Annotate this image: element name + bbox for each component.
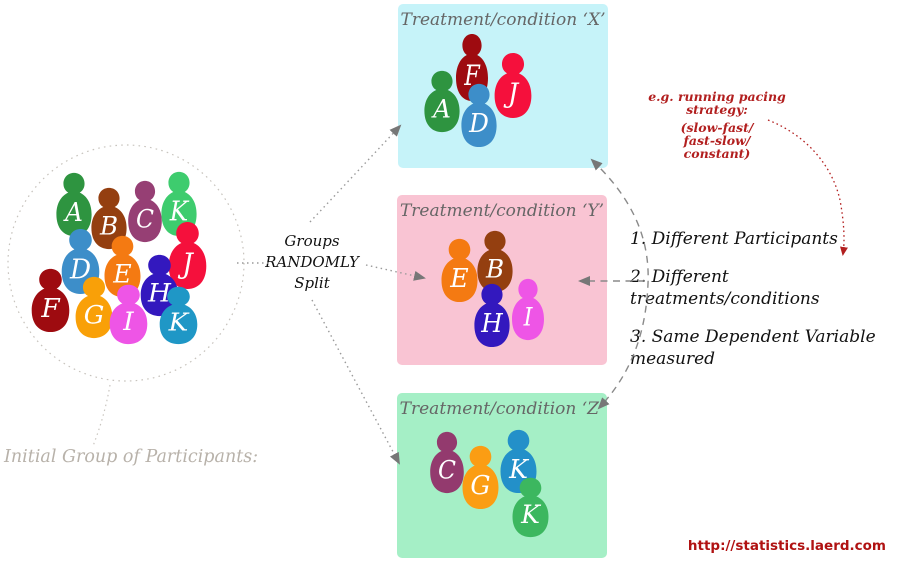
svg-text:G: G bbox=[470, 470, 490, 501]
svg-text:I: I bbox=[122, 308, 134, 337]
annotation-line-2: (slow-fast/ bbox=[680, 120, 754, 135]
svg-text:A: A bbox=[431, 94, 451, 124]
svg-text:E: E bbox=[449, 263, 469, 294]
split-line-3: Split bbox=[294, 274, 330, 292]
person-f: F bbox=[27, 267, 74, 333]
svg-text:D: D bbox=[468, 108, 489, 139]
svg-text:K: K bbox=[168, 309, 191, 337]
note-2: 2. Different treatments/conditions bbox=[630, 267, 820, 309]
person-i: I bbox=[105, 283, 152, 345]
svg-text:F: F bbox=[463, 58, 481, 91]
person-k: K bbox=[155, 285, 202, 345]
svg-text:I: I bbox=[523, 302, 533, 332]
person-k: K bbox=[496, 428, 541, 494]
box-title-y: Treatment/condition ‘Y’ bbox=[399, 201, 605, 221]
split-line-2: RANDOMLY bbox=[265, 253, 359, 271]
svg-text:C: C bbox=[438, 455, 456, 485]
annotation-line-3: fast-slow/ bbox=[683, 133, 751, 148]
person-a: A bbox=[420, 69, 464, 133]
source-url[interactable]: http://statistics.laerd.com bbox=[687, 538, 886, 554]
box-title-x: Treatment/condition ‘X’ bbox=[400, 10, 606, 30]
person-d: D bbox=[457, 82, 501, 148]
pacing-annotation: e.g. running pacing strategy: (slow-fast… bbox=[627, 90, 807, 160]
pool-label: Initial Group of Participants: bbox=[4, 447, 259, 467]
person-k: K bbox=[508, 476, 553, 538]
note-1: 1. Different Participants bbox=[630, 229, 838, 249]
annotation-line-1: e.g. running pacing strategy: bbox=[648, 89, 786, 117]
split-label: Groups RANDOMLY Split bbox=[250, 231, 374, 294]
person-h: H bbox=[470, 282, 514, 348]
person-c: C bbox=[426, 430, 468, 494]
person-b: B bbox=[473, 229, 517, 293]
design-notes: 1. Different Participants 2. Different t… bbox=[630, 228, 900, 370]
person-j: J bbox=[490, 51, 536, 119]
svg-text:K: K bbox=[520, 500, 541, 529]
annotation-line-4: constant) bbox=[683, 146, 751, 161]
split-line-1: Groups bbox=[284, 232, 340, 250]
svg-text:G: G bbox=[84, 301, 105, 331]
svg-text:H: H bbox=[480, 308, 503, 339]
person-e: E bbox=[437, 237, 482, 303]
box-title-z: Treatment/condition ‘Z’ bbox=[399, 399, 605, 419]
svg-text:A: A bbox=[63, 197, 83, 228]
svg-text:K: K bbox=[508, 454, 529, 485]
svg-text:F: F bbox=[40, 294, 61, 324]
svg-text:C: C bbox=[136, 204, 154, 234]
person-g: G bbox=[458, 444, 503, 510]
note-3: 3. Same Dependent Variable measured bbox=[630, 327, 876, 369]
person-i: I bbox=[508, 277, 548, 341]
svg-text:B: B bbox=[485, 254, 504, 284]
